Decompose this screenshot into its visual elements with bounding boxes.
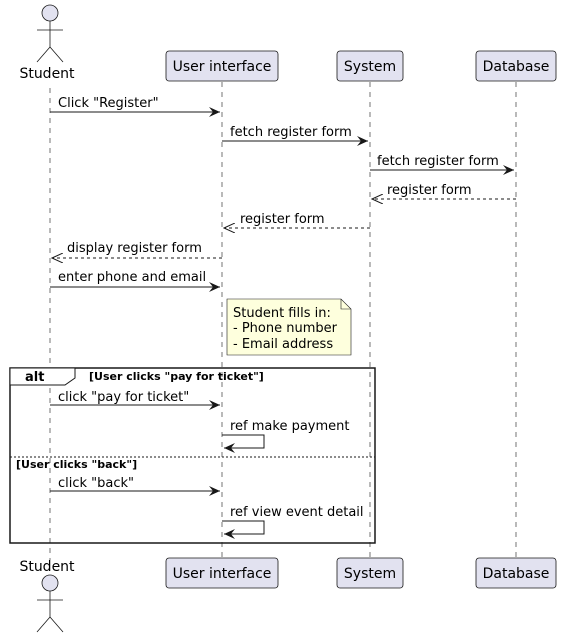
participant-label-system-bottom: System	[344, 566, 396, 582]
note-student-fills: Student fills in: - Phone number - Email…	[226, 298, 352, 356]
note-line: - Email address	[233, 337, 333, 352]
alt-keyword: alt	[25, 370, 44, 385]
participant-label-student-top: Student	[19, 66, 75, 82]
participant-box-database-bottom	[475, 557, 557, 589]
message-label: click "back"	[58, 476, 134, 491]
message-label: register form	[387, 183, 472, 198]
participant-label-ui-top: User interface	[173, 59, 272, 75]
message-label: click "pay for ticket"	[58, 390, 189, 405]
message-enter-phone-email: enter phone and email	[50, 270, 220, 292]
message-label: ref make payment	[230, 419, 350, 434]
participant-box-system-bottom	[336, 557, 404, 589]
participant-box-ui-top	[165, 50, 279, 82]
actor-student-top	[36, 4, 64, 63]
message-return-form-db: register form	[372, 183, 516, 199]
participant-box-ui-bottom	[165, 557, 279, 589]
note-line: Student fills in:	[233, 306, 331, 321]
message-click-pay: click "pay for ticket"	[50, 390, 220, 410]
participant-box-database-top	[475, 50, 557, 82]
actor-student-bottom	[36, 574, 64, 633]
participant-label-database-top: Database	[483, 59, 550, 75]
message-label: register form	[240, 212, 325, 227]
participant-label-system-top: System	[344, 59, 396, 75]
message-label: ref view event detail	[230, 505, 364, 520]
message-label: Click "Register"	[58, 96, 159, 111]
alt-guard-pay: [User clicks "pay for ticket"]	[89, 370, 264, 383]
message-fetch-form-ui: fetch register form	[222, 125, 368, 146]
alt-fragment: alt [User clicks "pay for ticket"] [User…	[9, 367, 376, 544]
note-line: - Phone number	[233, 321, 338, 336]
message-label: display register form	[67, 241, 202, 256]
message-label: fetch register form	[377, 154, 499, 169]
message-label: enter phone and email	[58, 270, 206, 285]
participant-label-database-bottom: Database	[483, 566, 550, 582]
participant-label-student-bottom: Student	[19, 559, 75, 575]
participant-box-system-top	[336, 50, 404, 82]
self-message-make-payment: ref make payment	[222, 419, 350, 453]
message-click-register: Click "Register"	[50, 96, 220, 117]
self-message-view-event: ref view event detail	[222, 505, 364, 539]
alt-guard-back: [User clicks "back"]	[16, 458, 137, 471]
message-display-form: display register form	[52, 241, 222, 258]
message-fetch-form-system: fetch register form	[370, 154, 514, 175]
message-return-form-system: register form	[224, 212, 370, 228]
message-label: fetch register form	[230, 125, 352, 140]
participant-label-ui-bottom: User interface	[173, 566, 272, 582]
message-click-back: click "back"	[50, 476, 220, 496]
